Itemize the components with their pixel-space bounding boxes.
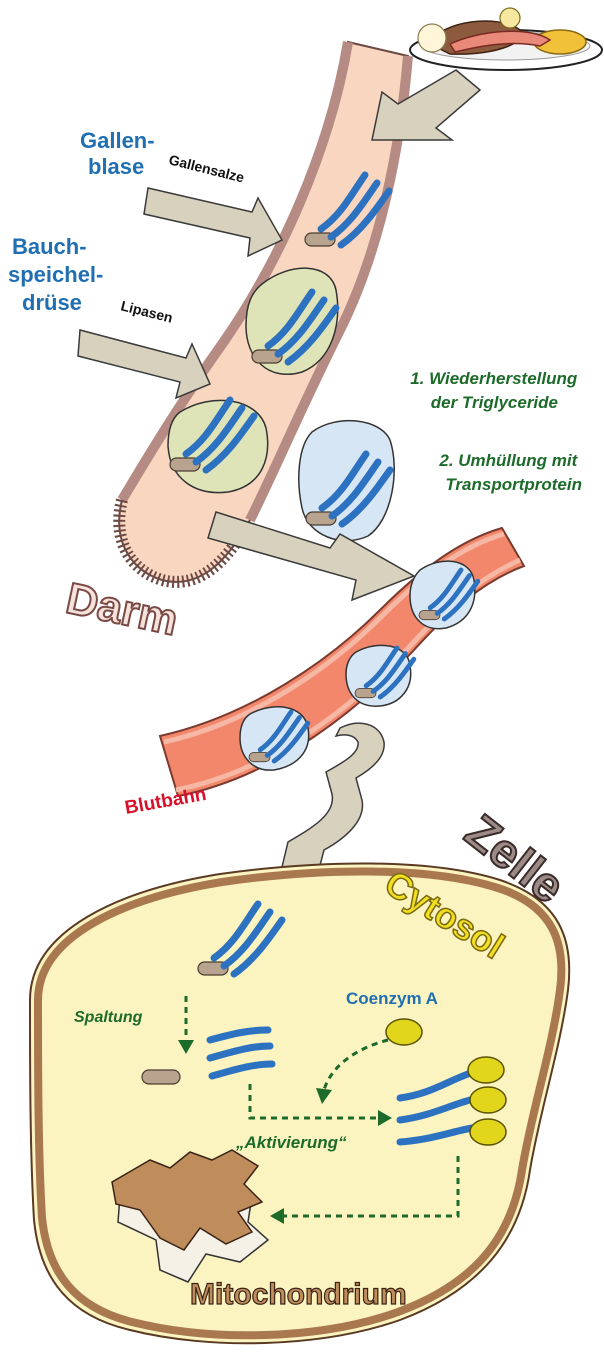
mitochondrion-icon: [111, 1149, 270, 1283]
mitochondrion-label: Mitochondrium: [190, 1278, 407, 1311]
bile-salts-arrow: [143, 187, 284, 258]
glycerol-molecule: [141, 1069, 181, 1085]
lipases-label: Lipasen: [119, 297, 174, 325]
bile-salts-label: Gallensalze: [167, 151, 246, 185]
coenzyme-a-icon: [385, 1018, 423, 1046]
pancreas-label: Bauch- speichel- drüse: [8, 234, 110, 315]
step2-label: 2. Umhüllung mit Transportprotein: [438, 451, 582, 494]
food-plate-icon: [409, 7, 603, 71]
food-entry-arrow: [371, 69, 482, 141]
gallbladder-label: Gallen- blase: [80, 128, 161, 179]
activation-arrow: [248, 1084, 392, 1126]
chylomicron-blood-2: [345, 644, 414, 707]
chylomicron-blood-3: [239, 706, 309, 771]
lipases-arrow: [77, 329, 212, 400]
micelle-1: [245, 267, 338, 375]
free-fatty-acids: [206, 1026, 276, 1080]
bloodstream-label: Blutbahn: [123, 784, 208, 819]
coenzyme-label: Coenzym A: [346, 989, 438, 1008]
chylomicron-outside: [298, 419, 395, 542]
chylomicron-blood-1: [409, 560, 478, 630]
acyl-coa-molecules: [396, 1056, 507, 1146]
to-blood-arrow: [207, 511, 416, 602]
cleavage-arrow: [178, 996, 194, 1054]
intestine-label: Darm: [62, 574, 182, 645]
micelle-2: [168, 400, 269, 494]
coenzyme-arrow: [316, 1038, 389, 1104]
to-mitochondrion-arrow: [270, 1156, 460, 1224]
cleavage-label: Spaltung: [74, 1009, 143, 1026]
activation-label: „Aktivierung“: [235, 1133, 347, 1152]
step1-label: 1. Wiederherstellung der Triglyceride: [410, 369, 582, 412]
